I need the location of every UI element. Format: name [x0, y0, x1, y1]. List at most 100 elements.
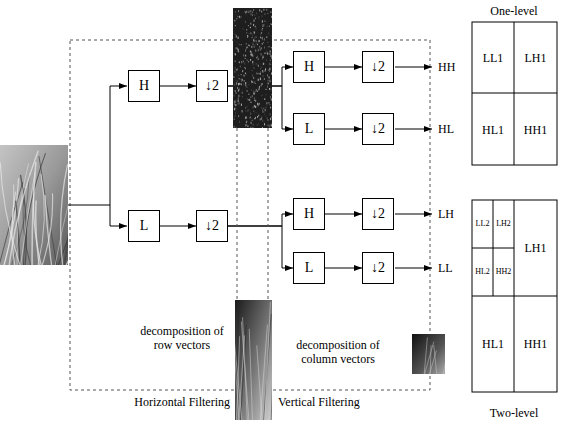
- noise-dot: [239, 44, 240, 45]
- noise-dot: [234, 103, 235, 105]
- noise-dot: [255, 18, 256, 20]
- noise-dot: [252, 14, 253, 16]
- subband-output: HL: [438, 122, 454, 136]
- noise-dot: [244, 11, 245, 12]
- noise-dot: [251, 81, 252, 83]
- noise-dot: [262, 58, 263, 59]
- noise-dot: [235, 60, 236, 62]
- noise-dot: [238, 115, 239, 117]
- noise-dot: [255, 117, 256, 118]
- input-image: [0, 145, 68, 265]
- noise-dot: [269, 103, 270, 105]
- noise-dot: [264, 38, 265, 40]
- noise-dot: [254, 53, 255, 55]
- noise-dot: [233, 77, 234, 78]
- noise-dot: [246, 32, 247, 33]
- noise-dot: [247, 37, 248, 38]
- noise-dot: [254, 92, 255, 94]
- noise-dot: [239, 61, 240, 63]
- noise-dot: [246, 117, 247, 119]
- noise-dot: [263, 56, 264, 58]
- noise-dot: [246, 86, 247, 88]
- noise-dot: [256, 12, 257, 14]
- noise-dot: [260, 49, 261, 51]
- noise-dot: [239, 16, 240, 18]
- noise-dot: [266, 51, 267, 53]
- noise-dot: [254, 40, 255, 42]
- subband-cell: HH2: [496, 267, 512, 277]
- noise-dot: [252, 55, 253, 57]
- noise-dot: [242, 28, 243, 29]
- noise-dot: [254, 31, 255, 33]
- noise-dot: [237, 103, 238, 104]
- one-level-grid: [472, 22, 557, 165]
- noise-dot: [248, 109, 249, 111]
- noise-dot: [239, 78, 240, 79]
- noise-dot: [237, 48, 238, 50]
- noise-dot: [234, 119, 235, 120]
- subband-cell: HL2: [475, 267, 490, 277]
- noise-dot: [269, 63, 270, 65]
- noise-dot: [235, 90, 236, 92]
- output-arrows: [395, 67, 432, 268]
- grass-stroke: [235, 335, 242, 420]
- noise-dot: [240, 66, 241, 67]
- subband-cell: HH1: [524, 337, 547, 351]
- grass-stroke: [38, 174, 44, 265]
- noise-dot: [248, 94, 249, 95]
- noise-dot: [271, 24, 272, 25]
- noise-dot: [237, 68, 238, 70]
- noise-dot: [267, 52, 268, 54]
- ll-image: [412, 334, 445, 374]
- noise-dot: [245, 55, 246, 56]
- noise-dot: [252, 75, 253, 77]
- grass-stroke: [434, 345, 437, 374]
- noise-dot: [247, 98, 248, 100]
- input-wiring: [68, 86, 127, 226]
- noise-dot: [235, 67, 236, 69]
- noise-dot: [251, 89, 252, 90]
- grass-stroke: [239, 335, 245, 420]
- noise-dot: [259, 86, 260, 88]
- noise-dot: [247, 125, 248, 127]
- noise-dot: [268, 119, 269, 121]
- noise-dot: [264, 124, 265, 125]
- noise-dot: [239, 83, 240, 84]
- subband-cell: HH1: [524, 122, 547, 136]
- noise-dot: [270, 107, 271, 109]
- noise-dot: [235, 25, 236, 26]
- noise-dot: [246, 121, 247, 122]
- noise-dot: [271, 47, 272, 48]
- noise-dot: [242, 92, 243, 94]
- noise-dot: [270, 53, 271, 54]
- noise-dot: [258, 49, 259, 50]
- lowpass-image: [235, 300, 272, 420]
- noise-dot: [267, 26, 268, 27]
- noise-dot: [258, 79, 259, 81]
- noise-dot: [237, 80, 238, 82]
- noise-dot: [241, 79, 242, 81]
- noise-dot: [241, 81, 242, 82]
- noise-dot: [243, 118, 244, 119]
- subband-cell: HL1: [482, 337, 504, 351]
- noise-dot: [237, 87, 238, 89]
- noise-dot: [238, 89, 239, 91]
- grass-stroke: [443, 337, 445, 374]
- noise-dot: [248, 83, 249, 85]
- noise-dot: [264, 78, 265, 79]
- noise-dot: [262, 120, 263, 121]
- noise-dot: [255, 100, 256, 102]
- noise-dot: [259, 40, 260, 42]
- noise-dot: [263, 63, 264, 65]
- noise-dot: [241, 44, 242, 45]
- subband-output: LH: [438, 207, 454, 221]
- noise-dot: [261, 95, 262, 97]
- noise-dot: [234, 71, 235, 73]
- noise-dot: [234, 20, 235, 22]
- stage-caption: Vertical Filtering: [278, 395, 360, 409]
- noise-dot: [269, 88, 270, 90]
- noise-dot: [251, 82, 252, 83]
- noise-dot: [266, 117, 267, 118]
- noise-dot: [247, 59, 248, 61]
- noise-dot: [238, 75, 239, 76]
